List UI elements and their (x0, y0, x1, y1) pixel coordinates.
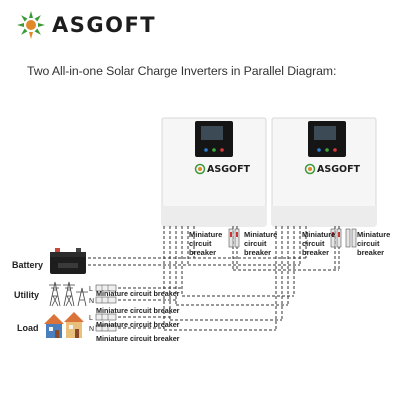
inverter-1-brand: ASGOFT (207, 164, 251, 175)
led-icon (204, 148, 208, 152)
utility-bus (118, 287, 294, 306)
inverter-2-logo-icon (304, 163, 316, 175)
load-bus (118, 316, 282, 331)
brand-name: ASGOFT (52, 13, 157, 37)
led-icon (317, 148, 321, 152)
inverter-1-wires (163, 226, 238, 330)
inverter-1-bottom (162, 206, 266, 226)
pv-breaker-1-label: Miniature circuit breaker (189, 230, 224, 257)
pv-breaker-2-label: Miniature circuit breaker (244, 230, 279, 257)
pv-breaker-3-label: Miniature circuit breaker (302, 230, 337, 257)
utility-pylon-icon (49, 281, 88, 307)
utility-breaker-n-label: Miniature circuit breaker (96, 306, 180, 315)
inverter-2-screen (314, 126, 336, 140)
battery-label: Battery (12, 260, 43, 270)
house-icon (44, 312, 84, 338)
utility-live-mark: L (89, 286, 93, 293)
utility-neutral-mark: N (89, 298, 94, 305)
utility-breaker-n (95, 296, 117, 304)
utility-breaker-l-label: Miniature circuit breaker (96, 289, 180, 298)
led-icon (333, 148, 337, 152)
inverter-2: ASGOFT (271, 117, 377, 227)
utility-breaker-l (95, 284, 117, 292)
inverter-2-brand: ASGOFT (317, 164, 361, 175)
load-live-mark: L (89, 315, 93, 322)
sunburst-leaf-logo-icon (17, 11, 45, 39)
load-neutral-mark: N (89, 326, 94, 333)
load-breaker-n-label: Miniature circuit breaker (96, 334, 180, 343)
inverter-2-bottom (272, 206, 376, 226)
utility-label: Utility (14, 290, 39, 300)
diagram-caption: Two All-in-one Solar Charge Inverters in… (27, 64, 337, 78)
led-icon (325, 148, 329, 152)
pv-breaker-3 (330, 228, 342, 248)
inverter-1: ASGOFT (161, 117, 267, 227)
load-breaker-l (95, 313, 117, 321)
pv-breaker-1 (228, 228, 240, 248)
pv-breaker-4-label: Miniature circuit breaker (357, 230, 392, 257)
pv-breaker-4 (345, 228, 357, 248)
battery-bus (88, 257, 306, 266)
load-breaker-n (95, 324, 117, 332)
inverter-1-screen (201, 126, 223, 140)
inverter-1-logo-icon (194, 163, 206, 175)
led-icon (212, 148, 216, 152)
battery-icon (50, 248, 86, 274)
led-icon (220, 148, 224, 152)
brand-header: ASGOFT (16, 10, 156, 40)
load-breaker-l-label: Miniature circuit breaker (96, 320, 180, 329)
load-label: Load (17, 323, 39, 333)
